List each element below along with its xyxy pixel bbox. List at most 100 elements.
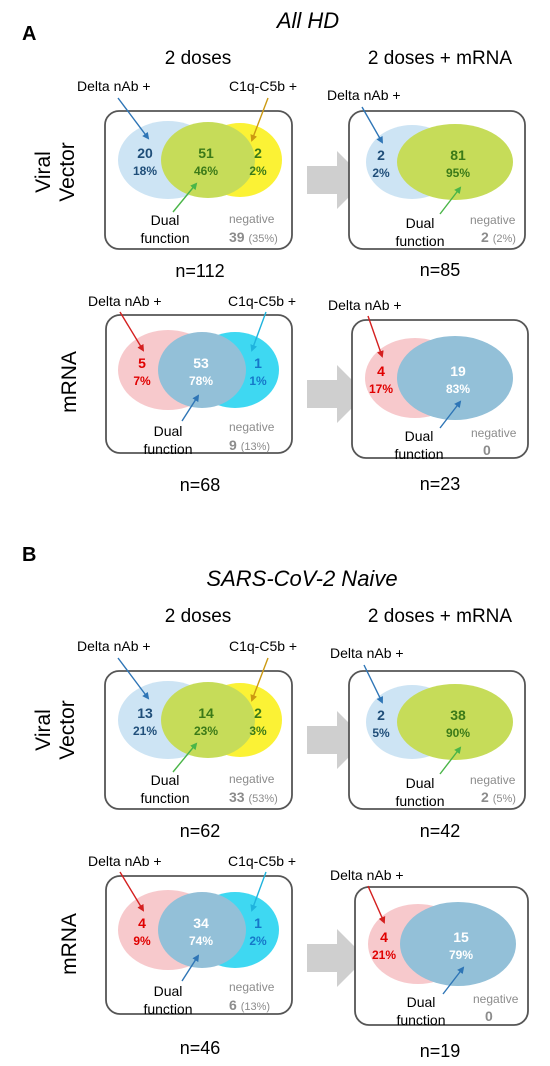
label-function: function	[395, 793, 444, 809]
venn-mrna-2doses: 4 9% 34 74% 1 2% Delta nAb + C1q-C5b + D…	[88, 853, 296, 1058]
percent-c1q-only: 2%	[249, 934, 267, 948]
row-label-mrna: mRNA	[58, 351, 81, 413]
percent-delta-only: 7%	[133, 374, 151, 388]
section-letter: B	[22, 544, 36, 566]
section-letter: A	[22, 23, 36, 45]
label-negative: negative	[473, 992, 519, 1006]
label-delta-nab: Delta nAb +	[77, 638, 151, 654]
label-delta-nab: Delta nAb +	[327, 87, 401, 103]
arrow-delta-nab	[117, 657, 150, 700]
count-delta-only: 4	[380, 929, 388, 945]
arrow-delta-nab	[367, 885, 386, 924]
arrow-delta-nab	[361, 106, 383, 144]
column-header-left: 2 doses	[165, 48, 232, 69]
label-delta-nab: Delta nAb +	[77, 78, 151, 94]
count-c1q-only: 1	[254, 915, 262, 931]
label-c1q-c5b: C1q-C5b +	[229, 78, 297, 94]
arrow-dual	[181, 954, 200, 982]
sample-size: n=112	[175, 261, 224, 281]
arrow-dual	[442, 966, 465, 995]
count-dual: 81	[450, 147, 466, 163]
overlap-region	[397, 336, 513, 420]
overlap-region	[161, 122, 255, 198]
label-negative: negative	[229, 980, 275, 994]
arrow-dual	[439, 746, 462, 775]
negative-count: 2 (5%)	[481, 789, 516, 805]
arrow-c1q-c5b	[250, 871, 267, 912]
percent-dual: 95%	[446, 166, 470, 180]
overlap-region	[158, 892, 246, 968]
percent-delta-only: 9%	[133, 934, 151, 948]
percent-delta-only: 5%	[372, 726, 390, 740]
arrow-dual	[172, 182, 198, 213]
percent-dual: 74%	[189, 934, 213, 948]
section-title: All HD	[275, 8, 339, 33]
transition-arrow	[307, 929, 366, 987]
arrow-c1q-c5b	[250, 657, 269, 702]
arrow-delta-nab	[117, 97, 150, 140]
overlap-region	[400, 902, 516, 986]
count-delta-only: 4	[377, 363, 385, 379]
venn-mrna-2doses-mrna: 4 17% 19 83% Delta nAb + Dual function n…	[328, 297, 529, 494]
label-negative: negative	[470, 213, 516, 227]
arrow-dual	[181, 394, 200, 422]
label-negative: negative	[229, 212, 275, 226]
label-delta-nab: Delta nAb +	[328, 297, 402, 313]
label-dual: Dual	[405, 428, 434, 444]
arrow-delta-nab	[119, 311, 145, 352]
overlap-region	[158, 332, 246, 408]
row-label-vector: Vector	[56, 142, 79, 202]
label-dual: Dual	[406, 775, 435, 791]
label-c1q-c5b: C1q-C5b +	[228, 293, 296, 309]
percent-delta-only: 21%	[372, 948, 396, 962]
section-a: A All HD 2 doses 2 doses + mRNA Viral Ve…	[22, 8, 529, 495]
count-dual: 51	[198, 145, 214, 161]
label-delta-nab: Delta nAb +	[88, 853, 162, 869]
percent-dual: 83%	[446, 382, 470, 396]
overlap-region	[397, 684, 513, 760]
negative-count: 39 (35%)	[229, 229, 278, 245]
label-negative: negative	[471, 426, 517, 440]
venn-vv-2doses: 20 18% 51 46% 2 2% Delta nAb + C1q-C5b +…	[77, 78, 297, 281]
venn-vv-2doses: 13 21% 14 23% 2 3% Delta nAb + C1q-C5b +…	[77, 638, 297, 841]
label-function: function	[396, 1012, 445, 1028]
label-function: function	[395, 233, 444, 249]
row-label-viral: Viral	[32, 709, 55, 751]
negative-count: 6 (13%)	[229, 997, 270, 1013]
row-label-mrna: mRNA	[58, 913, 81, 975]
count-dual: 15	[453, 929, 469, 945]
percent-c1q-only: 1%	[249, 374, 267, 388]
label-function: function	[140, 230, 189, 246]
count-dual: 14	[198, 705, 214, 721]
label-function: function	[143, 441, 192, 457]
count-c1q-only: 1	[254, 355, 262, 371]
percent-dual: 78%	[189, 374, 213, 388]
venn-mrna-2doses-mrna: 4 21% 15 79% Delta nAb + Dual function n…	[330, 867, 529, 1061]
count-c1q-only: 2	[254, 705, 262, 721]
label-dual: Dual	[406, 215, 435, 231]
label-c1q-c5b: C1q-C5b +	[229, 638, 297, 654]
arrow-dual	[439, 400, 462, 429]
label-delta-nab: Delta nAb +	[330, 645, 404, 661]
arrow-c1q-c5b	[250, 97, 269, 142]
sample-size: n=42	[420, 821, 461, 841]
label-delta-nab: Delta nAb +	[88, 293, 162, 309]
sample-size: n=85	[420, 260, 461, 280]
count-delta-only: 4	[138, 915, 146, 931]
count-delta-only: 5	[138, 355, 146, 371]
count-delta-only: 20	[137, 145, 153, 161]
section-b: B SARS-CoV-2 Naive 2 doses 2 doses + mRN…	[22, 544, 529, 1061]
column-header-right: 2 doses + mRNA	[368, 48, 512, 69]
percent-delta-only: 2%	[372, 166, 390, 180]
label-dual: Dual	[151, 772, 180, 788]
negative-count: 9 (13%)	[229, 437, 270, 453]
label-function: function	[140, 790, 189, 806]
label-dual: Dual	[154, 983, 183, 999]
sample-size: n=46	[180, 1038, 221, 1058]
negative-count: 33 (53%)	[229, 789, 278, 805]
arrow-c1q-c5b	[250, 311, 267, 352]
label-negative: negative	[229, 772, 275, 786]
arrow-delta-nab	[367, 315, 384, 358]
count-delta-only: 13	[137, 705, 153, 721]
